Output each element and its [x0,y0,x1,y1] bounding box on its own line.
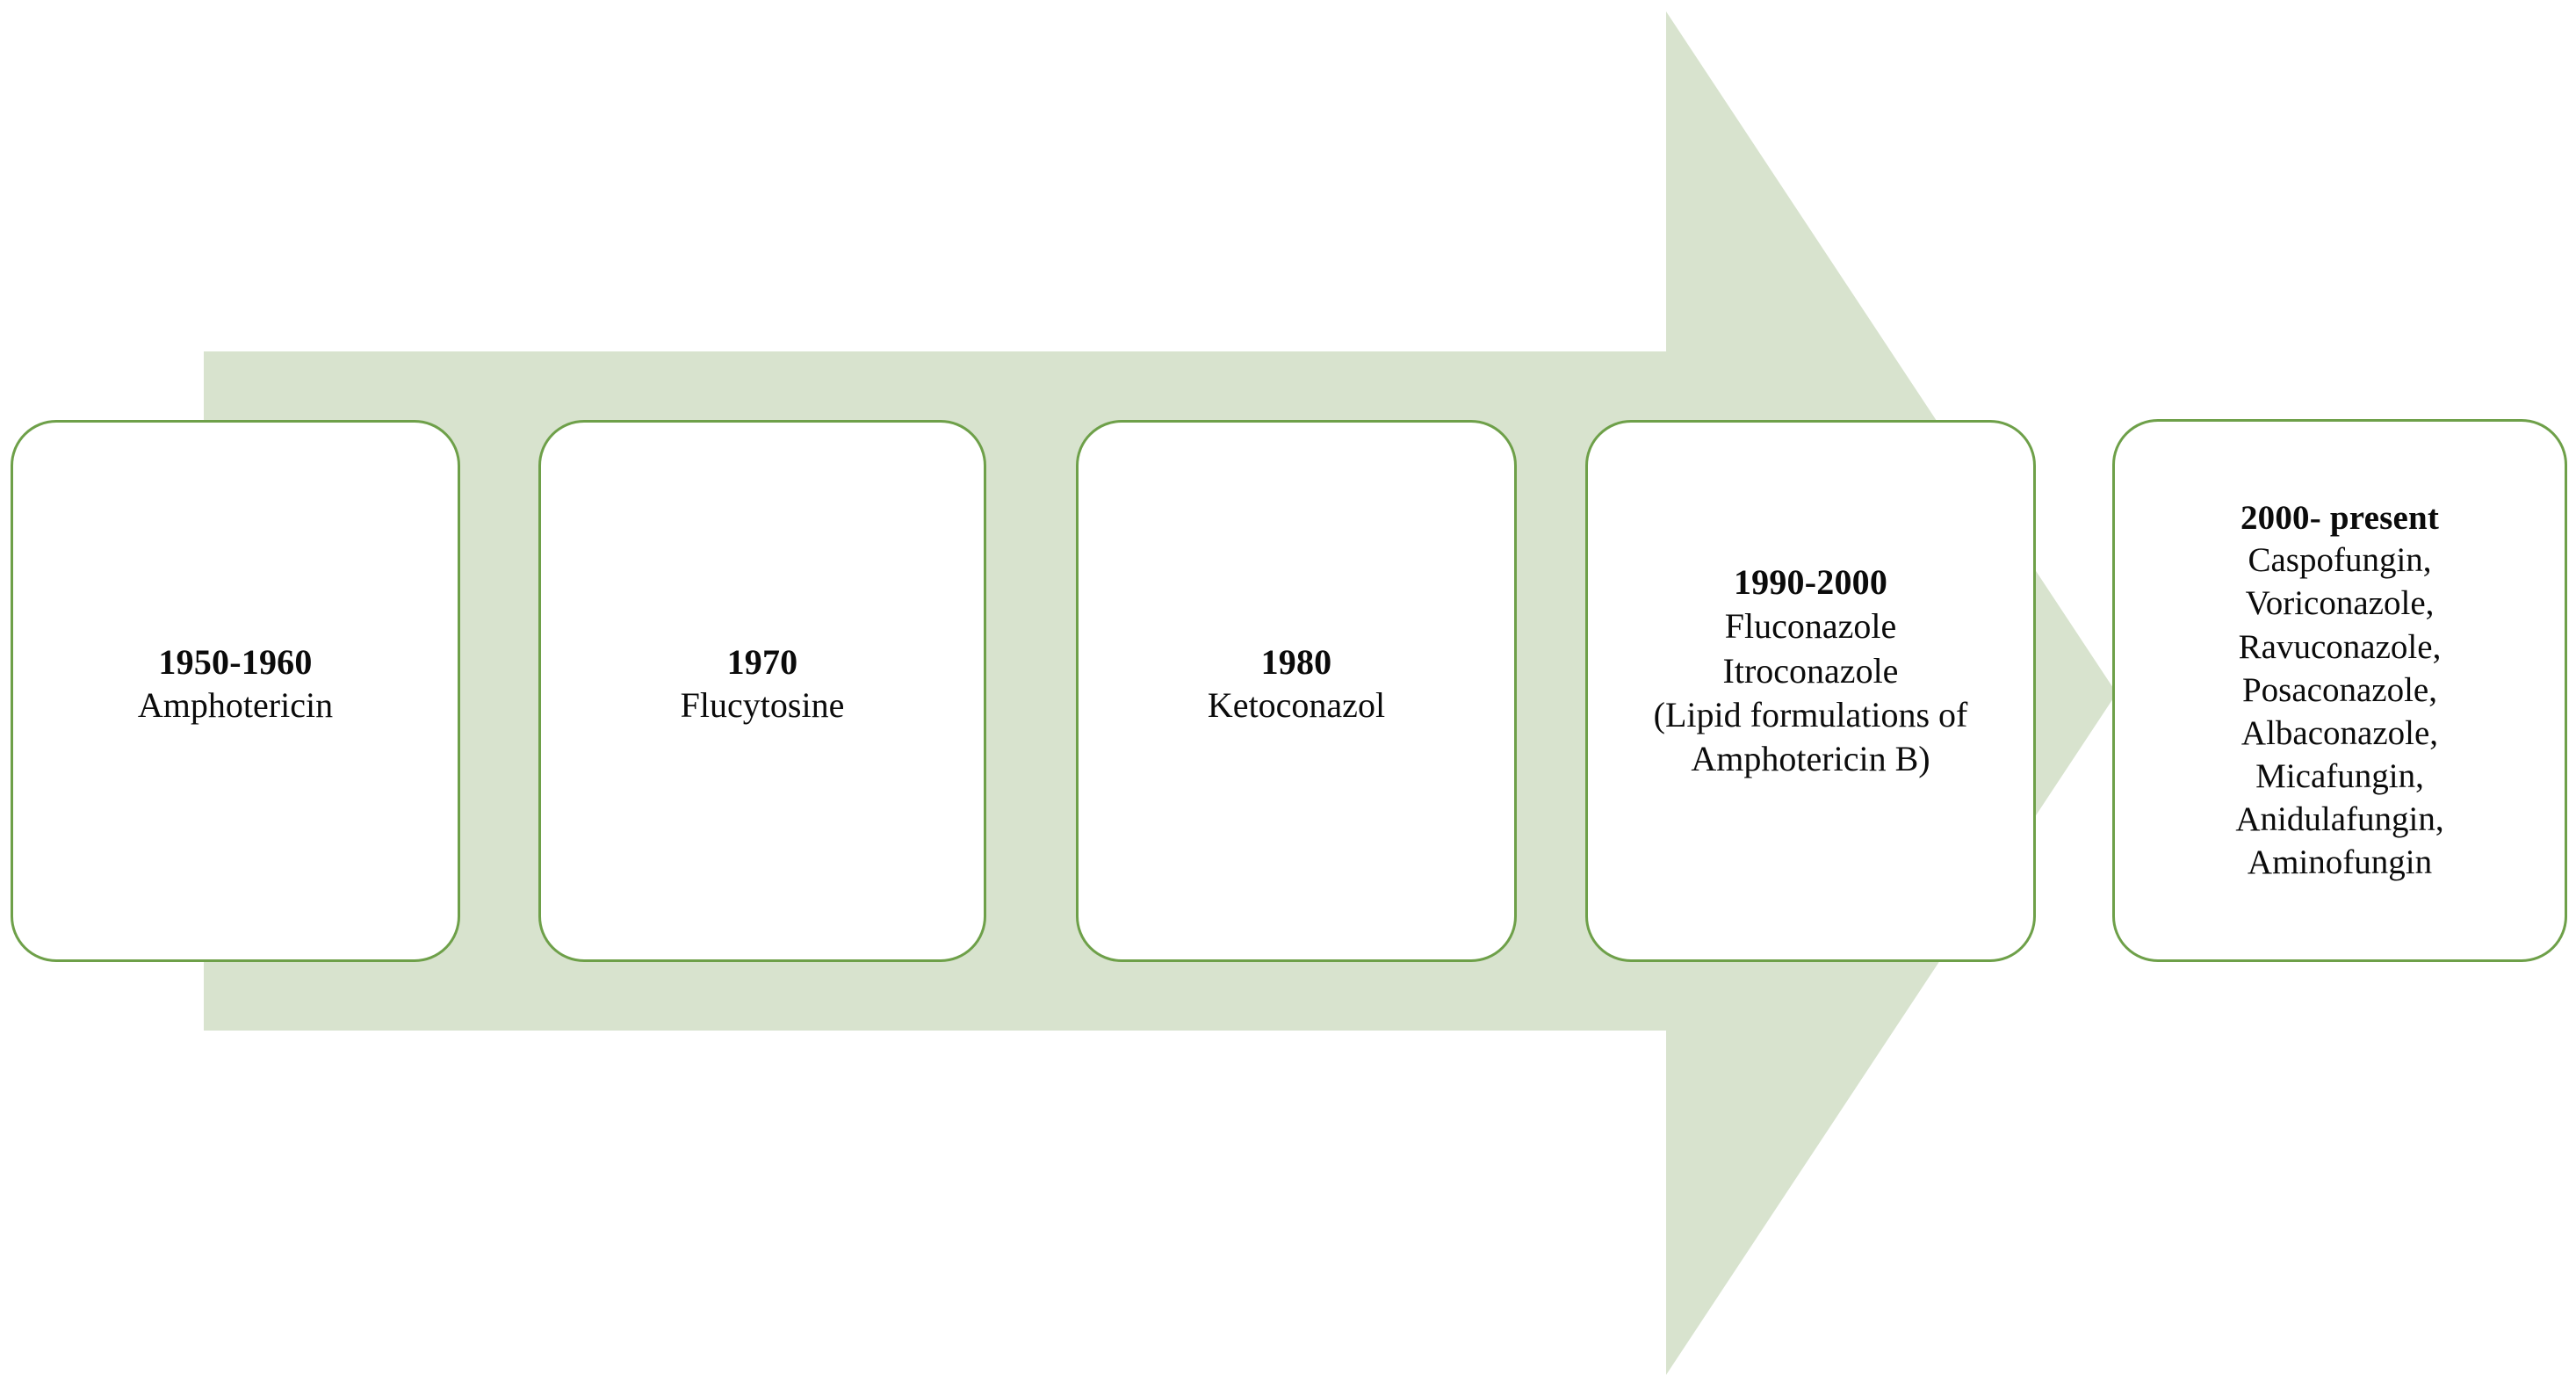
drug-name: Fluconazole [1724,606,1897,647]
box-era-label: 1990-2000 [1733,562,1888,603]
drug-name: Voriconazole, [2245,584,2435,623]
box-content: 1950-1960 Amphotericin [138,641,333,727]
box-drug-list: Fluconazole Itroconazole (Lipid formulat… [1602,604,2019,782]
drug-name: Albaconazole, [2240,713,2439,752]
drug-name: Aminofungin [2247,843,2433,882]
drug-name: Anidulafungin, [2235,800,2444,839]
box-content: 1980 Ketoconazol [1208,641,1385,727]
box-content: 1990-2000 Fluconazole Itroconazole (Lipi… [1602,561,2019,781]
box-drug-list: Amphotericin [138,684,333,727]
drug-name: Micafungin, [2255,756,2424,795]
drug-name: Ravuconazole, [2238,627,2442,666]
drug-name: Posaconazole, [2241,670,2437,709]
box-era-label: 2000- present [2240,498,2440,537]
timeline-box-1980[interactable]: 1980 Ketoconazol [1076,420,1517,962]
drug-name: Itroconazole [1722,650,1899,691]
box-era-label: 1950-1960 [158,641,313,682]
box-drug-list: Flucytosine [681,684,845,727]
timeline-box-1950-1960[interactable]: 1950-1960 Amphotericin [11,420,460,962]
box-era-label: 1980 [1260,641,1332,682]
box-era-label: 1970 [726,641,798,682]
box-drug-list: Caspofungin, Voriconazole, Ravuconazole,… [2235,539,2443,884]
drug-name: Flucytosine [680,684,845,725]
drug-name: Amphotericin [137,684,334,725]
timeline-box-1990-2000[interactable]: 1990-2000 Fluconazole Itroconazole (Lipi… [1585,420,2036,962]
box-content: 1970 Flucytosine [681,641,845,727]
timeline-box-1970[interactable]: 1970 Flucytosine [538,420,986,962]
box-drug-list: Ketoconazol [1208,684,1385,727]
drug-name: Ketoconazol [1207,684,1386,725]
drug-name: Caspofungin, [2248,541,2432,580]
drug-note: (Lipid formulations of Amphotericin B) [1653,694,1968,779]
box-content: 2000- present Caspofungin, Voriconazole,… [2235,497,2443,885]
timeline-box-2000-present[interactable]: 2000- present Caspofungin, Voriconazole,… [2112,419,2567,962]
